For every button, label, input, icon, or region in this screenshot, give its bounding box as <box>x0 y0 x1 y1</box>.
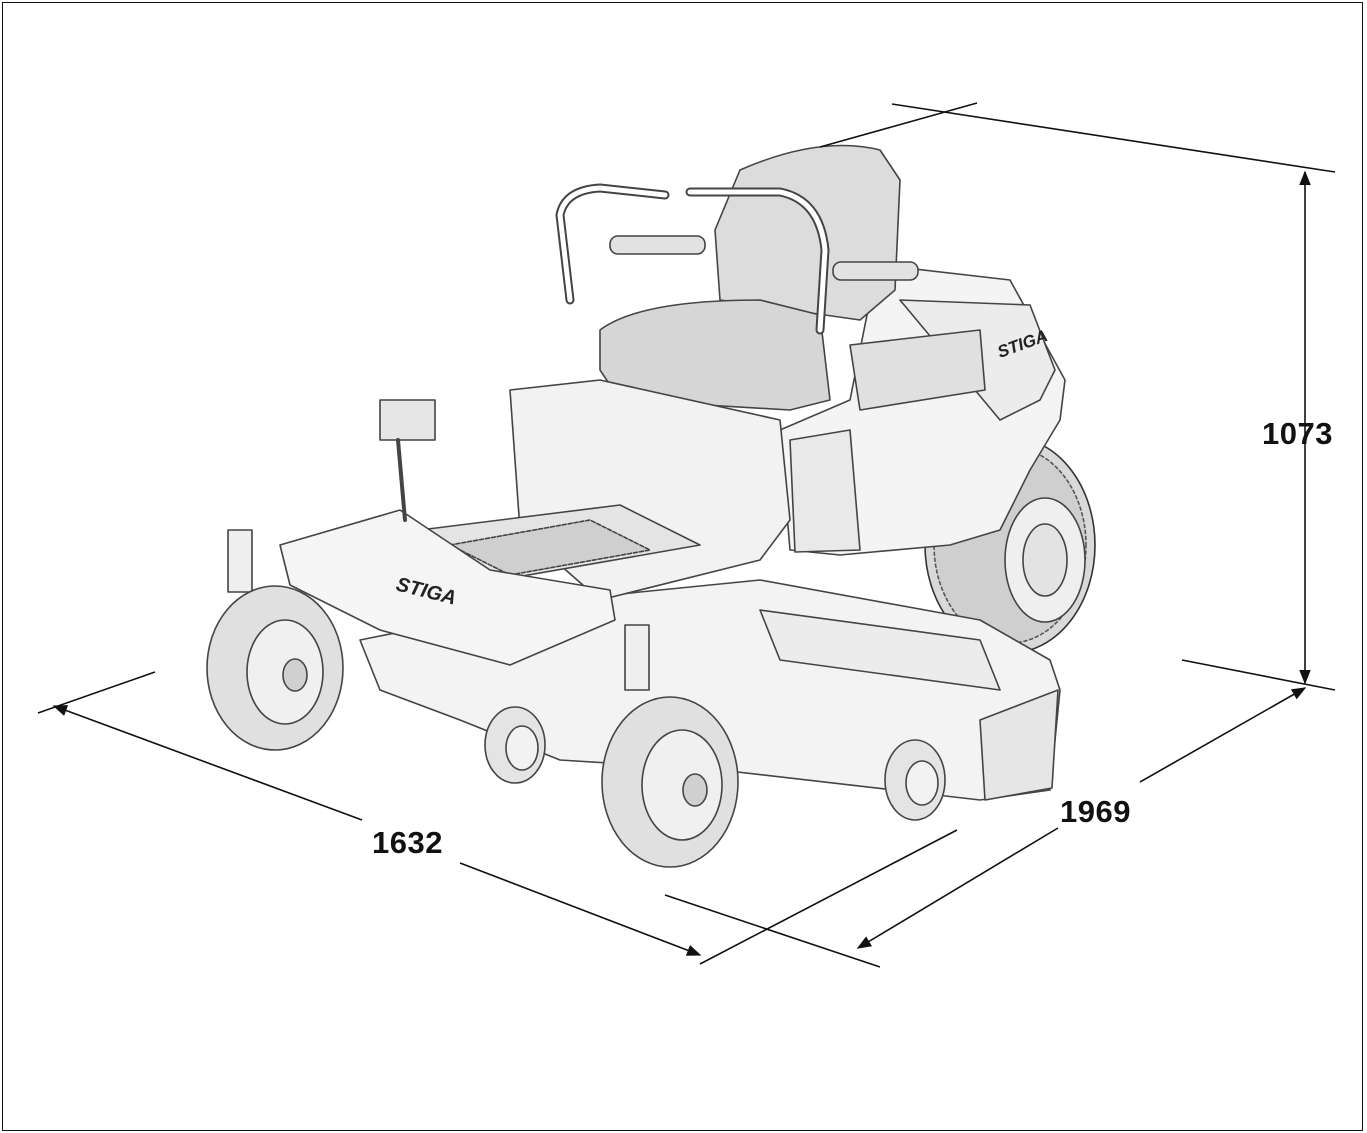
dimension-lines <box>37 102 1336 968</box>
height-dimension-label: 1073 <box>1262 416 1333 451</box>
width-arrow-left <box>52 705 363 821</box>
length-extension-front <box>664 894 881 968</box>
width-extension-right <box>699 829 958 965</box>
width-arrow-right <box>459 862 702 956</box>
front-left-caster-wheel <box>206 529 344 751</box>
length-arrow-upper <box>1139 687 1307 783</box>
deck-gauge-wheels <box>484 706 946 821</box>
length-arrow-lower <box>856 827 1059 949</box>
length-dimension-label: 1969 <box>1060 794 1131 829</box>
height-extension-top <box>891 103 1336 173</box>
front-right-caster-wheel <box>601 624 739 868</box>
rear-body: STIGA <box>779 264 1066 556</box>
seat-leader-line <box>819 102 978 148</box>
width-dimension-label: 1632 <box>372 825 443 860</box>
rear-tire <box>924 436 1096 654</box>
height-extension-bottom <box>1181 659 1336 691</box>
front-frame: STIGA <box>279 379 791 666</box>
zero-turn-mower-illustration: STIGA STIGA <box>206 144 1096 868</box>
